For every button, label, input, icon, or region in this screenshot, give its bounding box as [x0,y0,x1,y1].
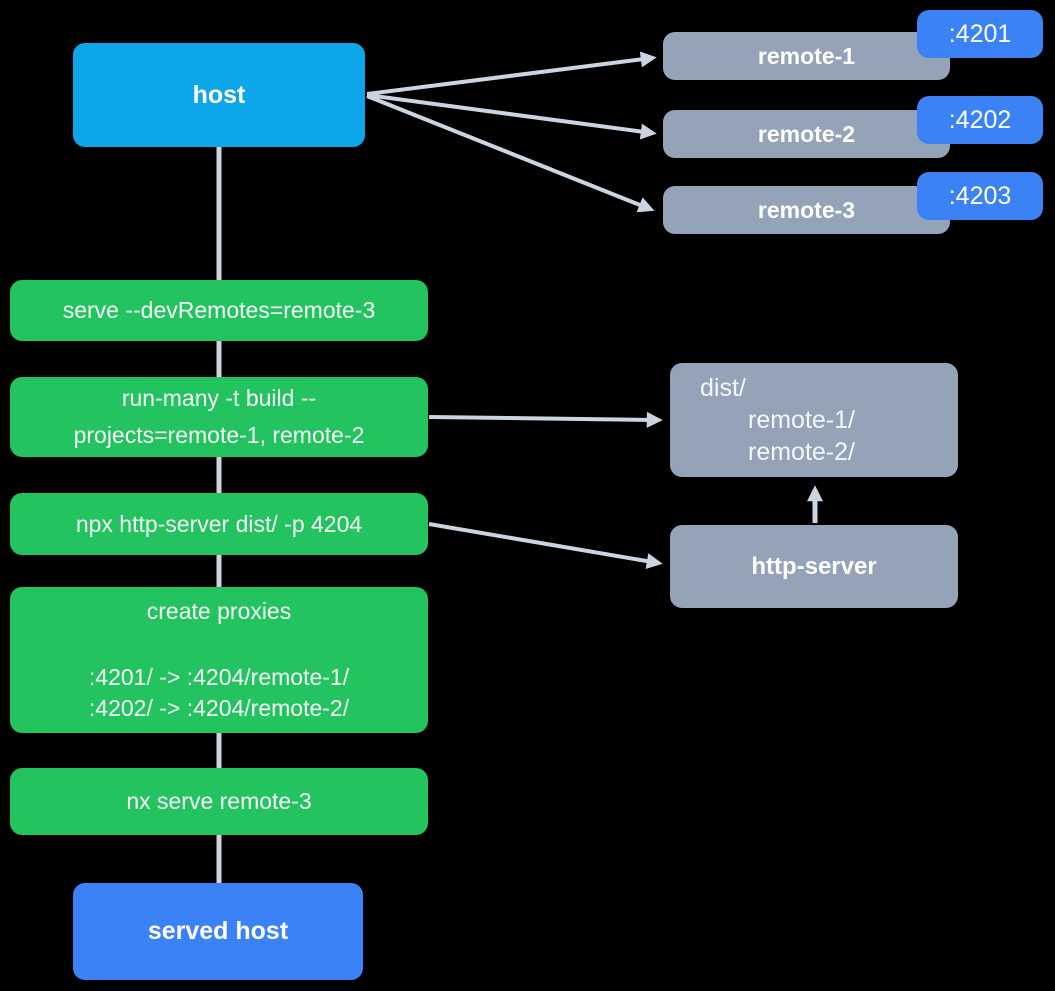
port-badge-4201: :4201 [917,10,1043,58]
cmd-build-line-2: projects=remote-1, remote-2 [73,422,365,448]
node-served-host: served host [73,883,363,980]
node-cmd-serve-devremotes: serve --devRemotes=remote-3 [10,280,428,341]
dist-remote-2-entry: remote-2/ [748,438,855,466]
node-remote-3: remote-3 [663,186,950,234]
port-badge-4203: :4203 [917,172,1043,220]
cmd-proxies-line-2: :4202/ -> :4204/remote-2/ [88,695,350,721]
cmd-http-label: npx http-server dist/ -p 4204 [75,510,363,537]
node-http-server: http-server [670,525,958,608]
cmd-proxies-line-1: :4201/ -> :4204/remote-1/ [88,664,350,690]
served-host-label: served host [147,917,289,945]
dist-title: dist/ [700,374,746,402]
node-remote-2: remote-2 [663,110,950,158]
http-server-label: http-server [751,552,877,580]
remote-3-label: remote-3 [757,196,856,223]
arrow-host-to-remote-3 [366,94,655,213]
node-cmd-run-many-build: run-many -t build -- projects=remote-1, … [10,377,428,457]
port-4202-label: :4202 [948,105,1012,134]
node-cmd-nx-serve-remote-3: nx serve remote-3 [10,768,428,835]
node-dist-folder: dist/ remote-1/ remote-2/ [670,363,958,477]
node-cmd-npx-http-server: npx http-server dist/ -p 4204 [10,493,428,555]
remote-1-label: remote-1 [757,42,856,69]
port-4203-label: :4203 [948,181,1012,210]
cmd-proxies-title: create proxies [146,598,292,624]
arrow-npx-to-httpserver [428,522,663,570]
remote-2-label: remote-2 [757,120,856,147]
arrow-host-to-remote-2 [366,93,657,140]
host-label: host [192,80,246,109]
arrow-build-to-dist [428,411,663,428]
node-cmd-create-proxies: create proxies :4201/ -> :4204/remote-1/… [10,587,428,733]
port-4201-label: :4201 [948,19,1012,48]
dist-remote-1-entry: remote-1/ [748,406,855,434]
node-host: host [73,43,365,147]
cmd-build-line-1: run-many -t build -- [121,385,317,411]
cmd-serve-label: serve --devRemotes=remote-3 [62,297,376,323]
arrow-host-to-remote-1 [366,51,657,96]
node-remote-1: remote-1 [663,32,950,80]
cmd-nx-serve-label: nx serve remote-3 [126,788,312,814]
port-badge-4202: :4202 [917,96,1043,144]
